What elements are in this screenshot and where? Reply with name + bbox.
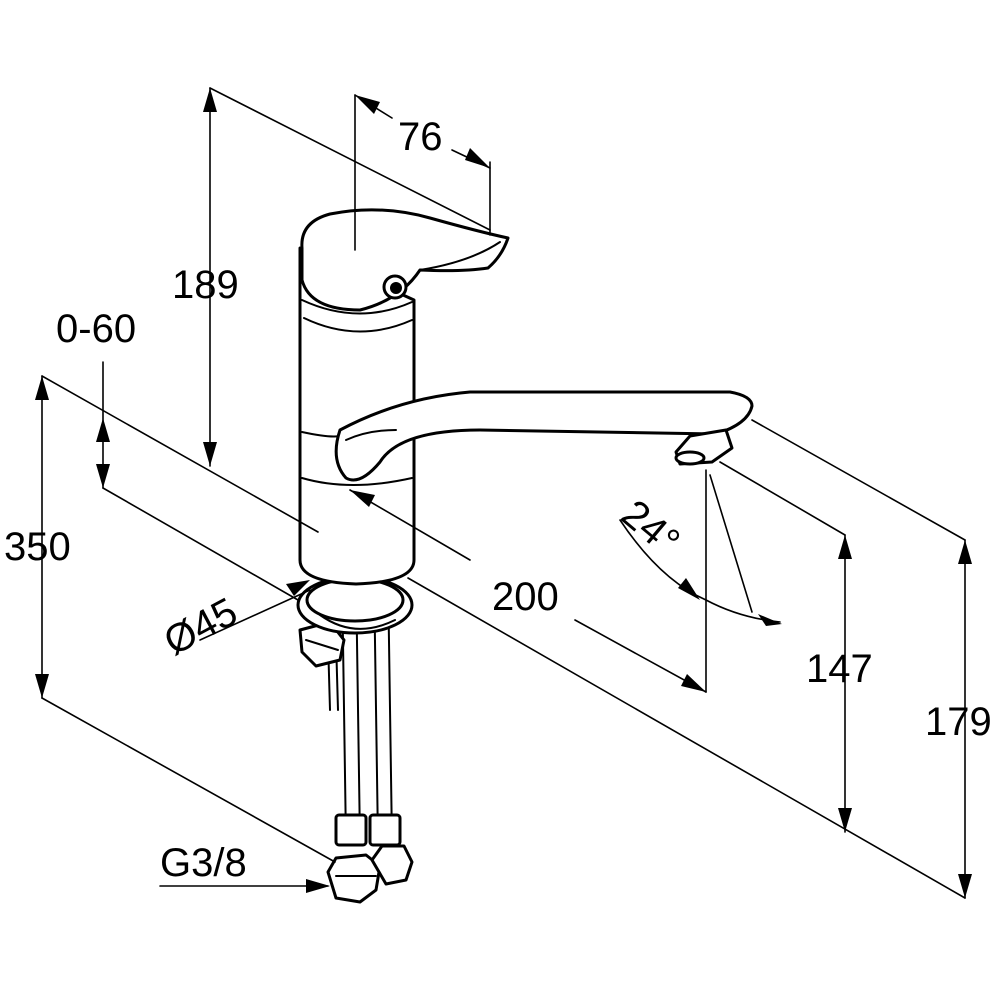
label-g3-8: G3/8 — [160, 841, 247, 885]
mounting-kit — [298, 620, 346, 711]
dimension-lines — [35, 87, 972, 899]
label-diameter-45: Ø45 — [157, 590, 244, 664]
label-200: 200 — [492, 575, 559, 619]
label-189: 189 — [172, 263, 239, 307]
label-24-degrees: 24° — [613, 492, 688, 565]
faucet — [296, 208, 754, 904]
label-179: 179 — [925, 700, 992, 744]
lever-handle — [300, 208, 510, 312]
dimension-labels: 189 76 0-60 350 Ø45 200 24° 147 179 G3/8 — [4, 115, 992, 885]
label-147: 147 — [806, 647, 873, 691]
label-350: 350 — [4, 525, 71, 569]
label-0-60: 0-60 — [56, 307, 136, 351]
label-76: 76 — [398, 115, 443, 159]
supply-hoses — [326, 574, 414, 904]
faucet-column — [298, 246, 416, 586]
